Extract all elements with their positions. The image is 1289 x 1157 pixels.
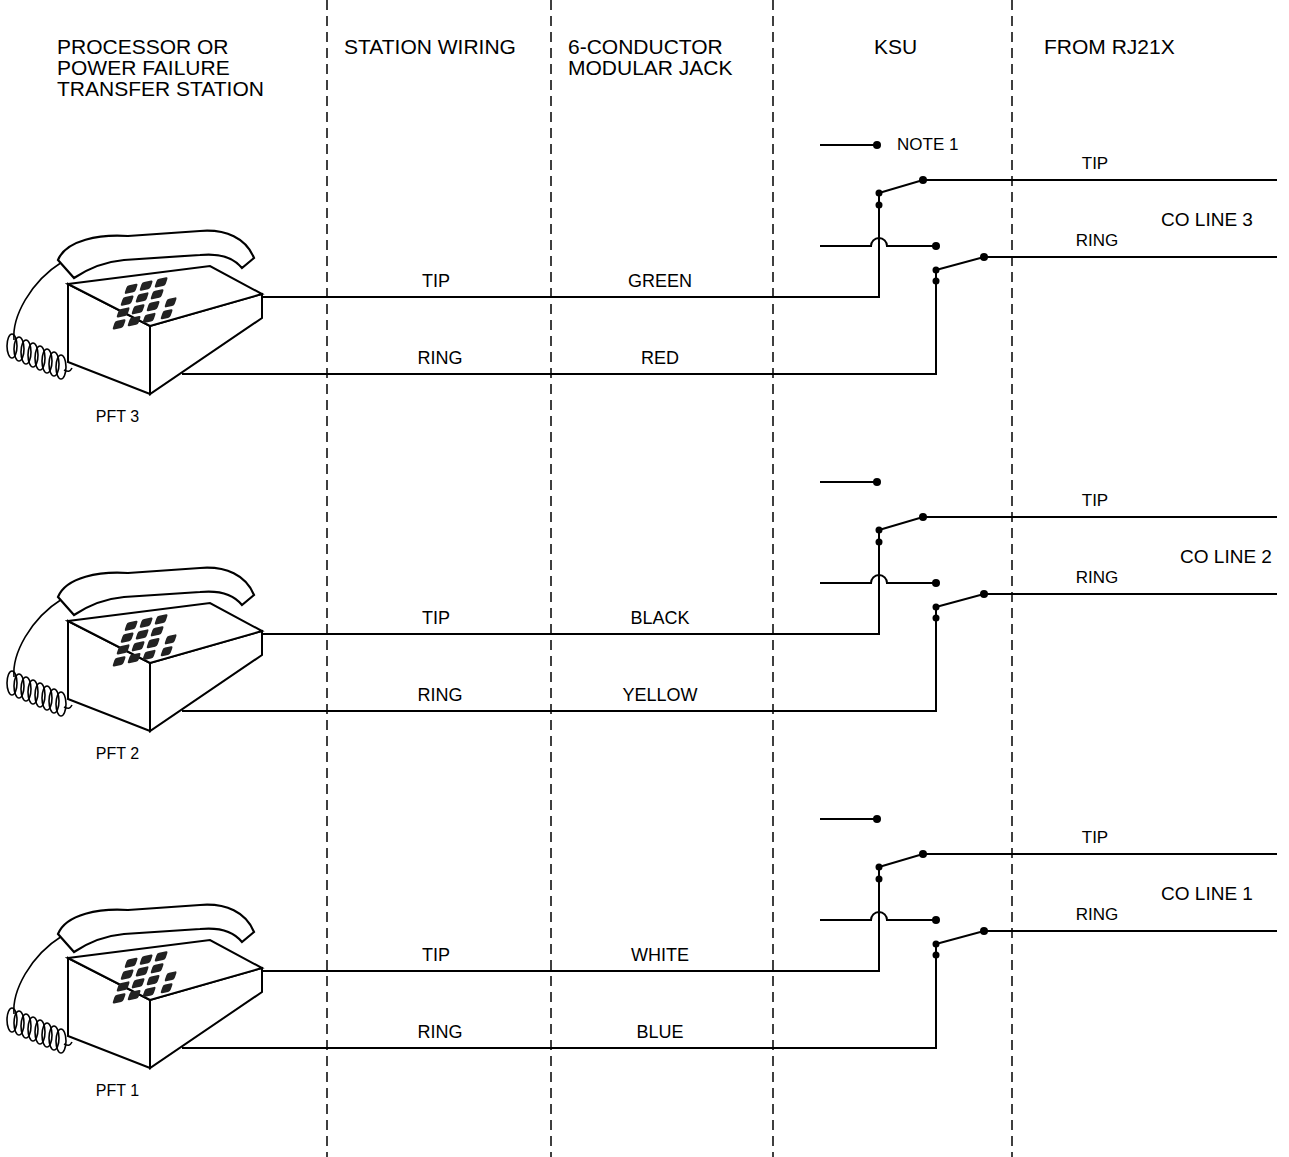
column-header: PROCESSOR OR POWER FAILURE TRANSFER STAT…	[57, 36, 302, 99]
wire-name: RING	[1076, 569, 1119, 587]
handset-cord	[7, 262, 72, 379]
keypad	[112, 947, 185, 1004]
wire-color: BLUE	[636, 1023, 683, 1042]
line-label: CO LINE 2	[1180, 547, 1272, 567]
station-label: PFT 1	[0, 1082, 235, 1100]
column-header: KSU	[874, 36, 917, 57]
wire-color: BLACK	[630, 609, 689, 628]
wire-name: RING	[1076, 906, 1119, 924]
wire-name: TIP	[422, 609, 450, 628]
wire-color: YELLOW	[622, 686, 697, 705]
telephone-icon	[0, 559, 265, 739]
handset	[58, 905, 254, 952]
handset	[58, 568, 254, 615]
wire-name: TIP	[1082, 155, 1108, 173]
column-header: STATION WIRING	[344, 36, 516, 57]
wire-name: RING	[418, 686, 463, 705]
wire-name: TIP	[422, 272, 450, 291]
phone-body	[68, 266, 262, 326]
telephone-icon	[0, 896, 265, 1076]
station-label: PFT 2	[0, 745, 235, 763]
wire-name: RING	[418, 1023, 463, 1042]
wire-name: TIP	[1082, 492, 1108, 510]
transfer-relay-circuit	[182, 141, 1277, 374]
column-header: 6-CONDUCTOR MODULAR JACK	[568, 36, 778, 78]
wire-color: GREEN	[628, 272, 692, 291]
keypad	[112, 273, 185, 330]
station-label: PFT 3	[0, 408, 235, 426]
line-label: CO LINE 3	[1161, 210, 1253, 230]
note-callout: NOTE 1	[897, 136, 958, 154]
transfer-relay-circuit	[182, 478, 1277, 711]
transfer-relay-circuit	[182, 815, 1277, 1048]
line-label: CO LINE 1	[1161, 884, 1253, 904]
wire-color: WHITE	[631, 946, 689, 965]
wire-name: TIP	[1082, 829, 1108, 847]
telephone-station: PFT 1	[0, 896, 265, 1111]
handset-cord	[7, 936, 72, 1053]
telephone-station: PFT 2	[0, 559, 265, 774]
column-header: FROM RJ21X	[1044, 36, 1175, 57]
wire-name: RING	[418, 349, 463, 368]
keypad	[112, 610, 185, 667]
phone-body	[68, 603, 262, 663]
telephone-station: PFT 3	[0, 222, 265, 437]
handset-cord	[7, 599, 72, 716]
handset	[58, 231, 254, 278]
column-dividers	[327, 0, 1012, 1157]
wire-name: RING	[1076, 232, 1119, 250]
phone-body	[68, 940, 262, 1000]
wire-name: TIP	[422, 946, 450, 965]
telephone-icon	[0, 222, 265, 402]
wire-color: RED	[641, 349, 679, 368]
